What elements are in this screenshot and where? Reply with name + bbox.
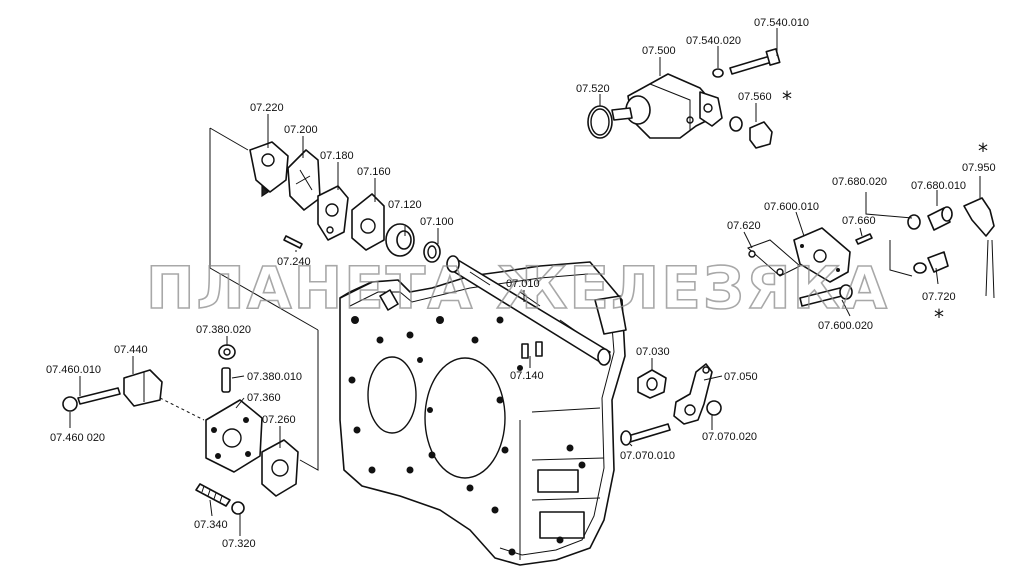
nut-07-460-020 <box>62 396 78 412</box>
asterisk-07-950: * <box>978 139 988 163</box>
label-07-680-020: 07.680.020 <box>832 176 887 188</box>
oring-07-520 <box>587 105 613 139</box>
pump-07-500 <box>611 73 723 139</box>
watermark-text: ПЛАНЕТА ЖЕЛЕЗЯКА <box>146 254 889 322</box>
assembly-line-lower <box>299 330 319 471</box>
plate-07-160 <box>351 193 385 251</box>
label-07-380-020: 07.380.020 <box>196 324 251 336</box>
bracket-07-440 <box>123 369 163 407</box>
bolt-07-070-010 <box>620 423 671 446</box>
label-07-320: 07.320 <box>222 538 256 550</box>
gearbox-housing <box>339 261 627 566</box>
label-07-460-020: 07.460 020 <box>50 432 105 444</box>
label-07-360: 07.360 <box>247 392 281 404</box>
label-07-540-020: 07.540.020 <box>686 35 741 47</box>
label-07-010: 07.010 <box>506 278 540 290</box>
asterisk-07-560: * <box>782 87 792 111</box>
plate-07-220 <box>249 141 289 198</box>
pins-07-140 <box>521 341 543 359</box>
assembly-line-left <box>209 128 319 331</box>
nut-07-070-020 <box>706 400 722 416</box>
label-07-600-020: 07.600.020 <box>818 320 873 332</box>
label-07-660: 07.660 <box>842 215 876 227</box>
bolt-07-540-010 <box>729 48 781 75</box>
lever-07-050 <box>673 363 713 425</box>
shaft-07-010 <box>446 255 611 366</box>
label-07-260: 07.260 <box>262 414 296 426</box>
label-07-160: 07.160 <box>357 166 391 178</box>
nut-07-380-020 <box>218 344 236 360</box>
label-07-620: 07.620 <box>727 220 761 232</box>
label-07-540-010: 07.540.010 <box>754 17 809 29</box>
label-07-340: 07.340 <box>194 519 228 531</box>
bolt-07-380-010 <box>221 367 231 393</box>
label-07-720: 07.720 <box>922 291 956 303</box>
label-07-220: 07.220 <box>250 102 284 114</box>
label-07-680-010: 07.680.010 <box>911 180 966 192</box>
sensor-07-720 <box>913 251 949 274</box>
label-07-380-010: 07.380.010 <box>247 371 302 383</box>
bolt-07-600-020 <box>799 284 853 307</box>
label-07-030: 07.030 <box>636 346 670 358</box>
label-07-120: 07.120 <box>388 199 422 211</box>
label-07-240: 07.240 <box>277 256 311 268</box>
label-07-520: 07.520 <box>576 83 610 95</box>
label-07-560: 07.560 <box>738 91 772 103</box>
label-07-500: 07.500 <box>642 45 676 57</box>
assembly-line-dotted <box>159 397 205 421</box>
bolt-07-460-010 <box>77 387 121 405</box>
label-07-140: 07.140 <box>510 370 544 382</box>
label-07-070-020: 07.070.020 <box>702 431 757 443</box>
pin-07-240 <box>283 235 303 249</box>
assembly-line-top <box>209 127 249 151</box>
label-07-180: 07.180 <box>320 150 354 162</box>
gasket-07-620 <box>747 239 801 277</box>
ball-07-320 <box>231 501 245 515</box>
washer-07-540-020 <box>712 68 724 78</box>
pin-07-660 <box>855 233 873 245</box>
plate-07-180 <box>317 185 349 241</box>
label-07-050: 07.050 <box>724 371 758 383</box>
housing-07-360 <box>205 399 263 473</box>
label-07-600-010: 07.600.010 <box>764 201 819 213</box>
plug-07-560 <box>729 116 773 149</box>
plate-07-200 <box>287 149 321 211</box>
bushing-07-030 <box>637 369 667 399</box>
plate-07-260 <box>261 439 299 497</box>
bearing-07-120 <box>385 223 415 257</box>
cover-07-600-010 <box>793 227 851 283</box>
sensor-07-680-010 <box>927 206 953 231</box>
part-labels: 07.540.010 07.540.020 07.500 07.520 07.5… <box>46 17 996 550</box>
oring-07-680-020 <box>907 214 921 230</box>
label-07-070-010: 07.070.010 <box>620 450 675 462</box>
ring-07-100 <box>423 241 441 263</box>
label-07-950: 07.950 <box>962 162 996 174</box>
connector-07-950 <box>963 197 995 299</box>
label-07-440: 07.440 <box>114 344 148 356</box>
assembly-line-right <box>889 240 913 277</box>
asterisk-07-720: * <box>934 305 944 329</box>
spring-07-340 <box>195 483 231 507</box>
leader-lines <box>69 28 981 536</box>
label-07-100: 07.100 <box>420 216 454 228</box>
label-07-460-010: 07.460.010 <box>46 364 101 376</box>
label-07-200: 07.200 <box>284 124 318 136</box>
